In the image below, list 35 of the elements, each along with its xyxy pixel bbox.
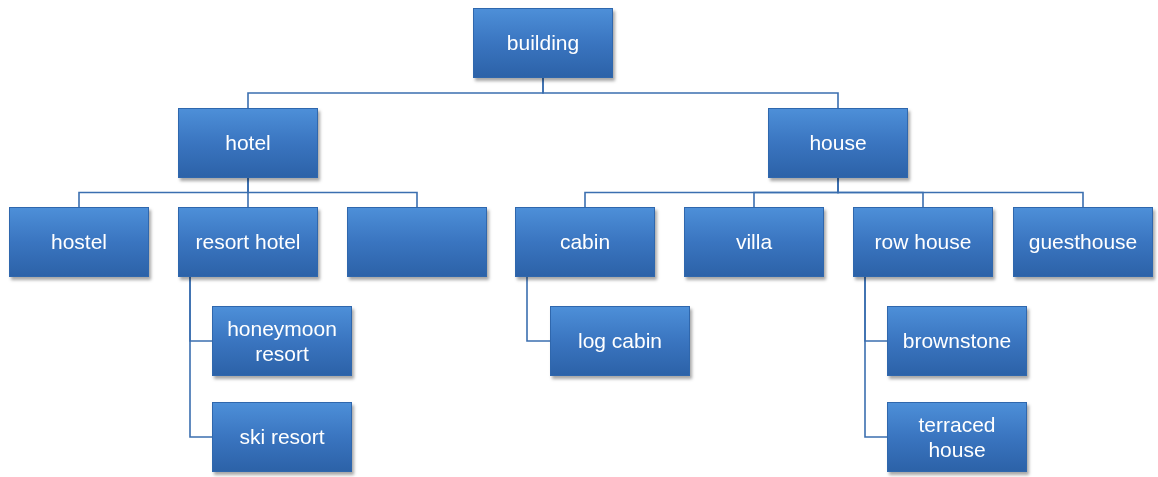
category-box bbox=[473, 8, 613, 78]
category-label: resort hotel bbox=[195, 229, 301, 255]
category-box bbox=[853, 207, 993, 277]
connector-line bbox=[526, 276, 551, 342]
category-box bbox=[515, 207, 655, 277]
category-box bbox=[212, 402, 352, 472]
connector-line bbox=[837, 177, 1084, 208]
category-box bbox=[1013, 207, 1153, 277]
category-label: building bbox=[506, 30, 580, 56]
category-label: terraced house bbox=[917, 411, 997, 463]
connector-line bbox=[189, 276, 213, 438]
category-label: row house bbox=[874, 229, 972, 255]
category-box bbox=[768, 108, 908, 178]
category-label: guesthouse bbox=[1028, 229, 1138, 255]
connector-line bbox=[247, 177, 418, 208]
category-box bbox=[887, 402, 1027, 472]
category-label: hotel bbox=[225, 130, 271, 156]
category-box bbox=[178, 207, 318, 277]
connector-line bbox=[864, 276, 888, 438]
category-label: honeymoon resort bbox=[226, 315, 338, 367]
category-label: cabin bbox=[559, 229, 611, 255]
category-box bbox=[212, 306, 352, 376]
category-box bbox=[9, 207, 149, 277]
category-box bbox=[684, 207, 824, 277]
category-label: house bbox=[809, 130, 867, 156]
category-box bbox=[887, 306, 1027, 376]
category-label: ski resort bbox=[239, 424, 325, 450]
category-label: brownstone bbox=[902, 328, 1012, 354]
category-box bbox=[178, 108, 318, 178]
category-box bbox=[550, 306, 690, 376]
category-label: log cabin bbox=[577, 328, 663, 354]
category-box bbox=[347, 207, 487, 277]
category-label: villa bbox=[735, 229, 773, 255]
category-label: hostel bbox=[50, 229, 107, 255]
connector-line bbox=[542, 77, 839, 109]
